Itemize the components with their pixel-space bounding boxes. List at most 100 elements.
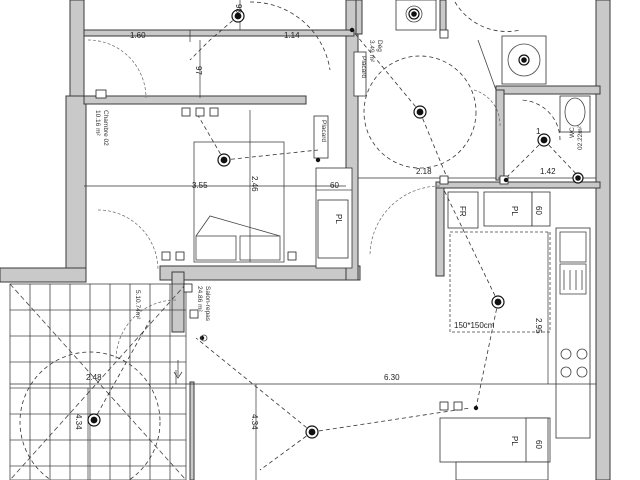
dim-434-a: 4.34 (250, 414, 259, 430)
room-labels: Chambre 02 10.16 m² Salon-repas 24.86 m²… (94, 40, 584, 322)
dim-98: 98 (234, 4, 243, 13)
light-icon (491, 295, 505, 309)
wall-chambre-top (83, 95, 307, 105)
wall-loggia-window (189, 381, 195, 480)
light-icon (87, 413, 101, 427)
label-hotte: 150*150cm (454, 321, 495, 330)
room-salon-area: 24.86 m² (196, 286, 203, 312)
wall-chambre-bottom (159, 265, 361, 281)
light-icon (408, 8, 420, 20)
room-loggia-area: 5.10.74m² (134, 290, 141, 320)
wall-salon-pillar (171, 271, 185, 333)
socket-icon (183, 283, 193, 293)
pillow-left (195, 235, 237, 261)
socket-icon (439, 175, 449, 185)
socket-icon (181, 107, 191, 117)
dimension-lines (10, 0, 596, 480)
room-wc-area: 02.22m² (577, 125, 584, 150)
toilet (559, 95, 591, 133)
wall-wc-left (495, 89, 505, 181)
light-icon (518, 54, 530, 66)
socket-icon (287, 251, 297, 261)
door-swing-salon (115, 299, 177, 361)
hob-ring-3 (560, 366, 572, 378)
socket-icon (161, 251, 171, 261)
wall-left-upper (69, 0, 85, 97)
wall-wc-top (495, 85, 601, 95)
dim-630: 6.30 (384, 373, 400, 382)
switch-icon (503, 177, 509, 183)
dim-1: 1 (536, 127, 541, 136)
dim-114: 1.14 (284, 31, 300, 40)
walls (0, 0, 611, 480)
placard-upper (353, 51, 367, 97)
wall-right-outer (595, 0, 611, 480)
ceiling-lights (87, 8, 584, 439)
room-degagement-area: 3.49 m² (368, 40, 375, 63)
dim-248: 2.48 (86, 373, 102, 382)
worktop (555, 227, 591, 439)
sink (559, 231, 587, 263)
label-pl-1: PL (334, 214, 343, 224)
door-swing-chambre (97, 209, 159, 271)
socket-icon (195, 107, 205, 117)
kitchen-unit-60 (531, 191, 551, 227)
switch-icon (199, 335, 205, 341)
room-salon-name: Salon-repas (204, 286, 211, 322)
wall-bath-divider (355, 0, 363, 35)
loggia-outline (9, 283, 187, 480)
wall-upper-corridor (83, 29, 355, 37)
circuit-lines (19, 1, 581, 480)
label-pl-2: PL (510, 206, 519, 216)
small-markers (173, 334, 208, 379)
dim-218: 2.18 (416, 167, 432, 176)
socket-icon (453, 401, 463, 411)
dim-160: 1.60 (130, 31, 146, 40)
door-swings (87, 39, 501, 361)
loggia-grid (9, 283, 187, 480)
hood-zone (449, 231, 551, 333)
fridge (447, 191, 479, 229)
switch-icon (473, 405, 479, 411)
room-chambre-area: 10.16 m² (94, 110, 101, 136)
dim-142: 1.42 (540, 167, 556, 176)
wall-left-chambre (65, 95, 87, 273)
hob-ring-4 (576, 366, 588, 378)
door-swing-kitchen (369, 185, 441, 257)
kitchen-pl-top (483, 191, 533, 227)
dim-355: 3.55 (192, 181, 208, 190)
sockets (95, 27, 509, 411)
light-icon (572, 172, 584, 184)
door-swing-1 (87, 39, 147, 99)
kitchen (317, 191, 591, 480)
socket-icon (175, 251, 185, 261)
light-icon (537, 133, 551, 147)
room-degagement-name: Dég (376, 40, 383, 52)
socket-icon (95, 89, 107, 99)
socket-icon (439, 29, 449, 39)
dim-434-b: 4.34 (74, 414, 83, 430)
dishrack (559, 263, 587, 295)
label-pl-3: PL (510, 436, 519, 446)
placard-lower (313, 115, 329, 159)
hob-ring-2 (576, 348, 588, 360)
wall-kitchen-top (435, 181, 601, 189)
pl-cabinet-chambre (317, 199, 349, 259)
fixture-labels: PL PL PL FR 150*150cm Placard Placard (320, 56, 519, 446)
bed-sheet-fold (195, 215, 281, 237)
light-icon (413, 105, 427, 119)
dim-246: 2.46 (250, 176, 259, 192)
dim-60-a: 60 (330, 181, 339, 190)
room-chambre-name: Chambre 02 (102, 110, 109, 146)
light-icon (305, 425, 319, 439)
dimension-labels: 1.60 1.14 97 98 3.55 2.46 60 2.18 1.42 1… (74, 4, 556, 449)
door-swing-wc (473, 89, 501, 127)
light-icon (217, 153, 231, 167)
switch-icon (315, 157, 321, 163)
dim-60-c: 60 (534, 440, 543, 449)
lower-counter (455, 461, 549, 480)
hob-ring-1 (560, 348, 572, 360)
switch-icon (349, 27, 355, 33)
wall-loggia-top-left (0, 267, 87, 283)
